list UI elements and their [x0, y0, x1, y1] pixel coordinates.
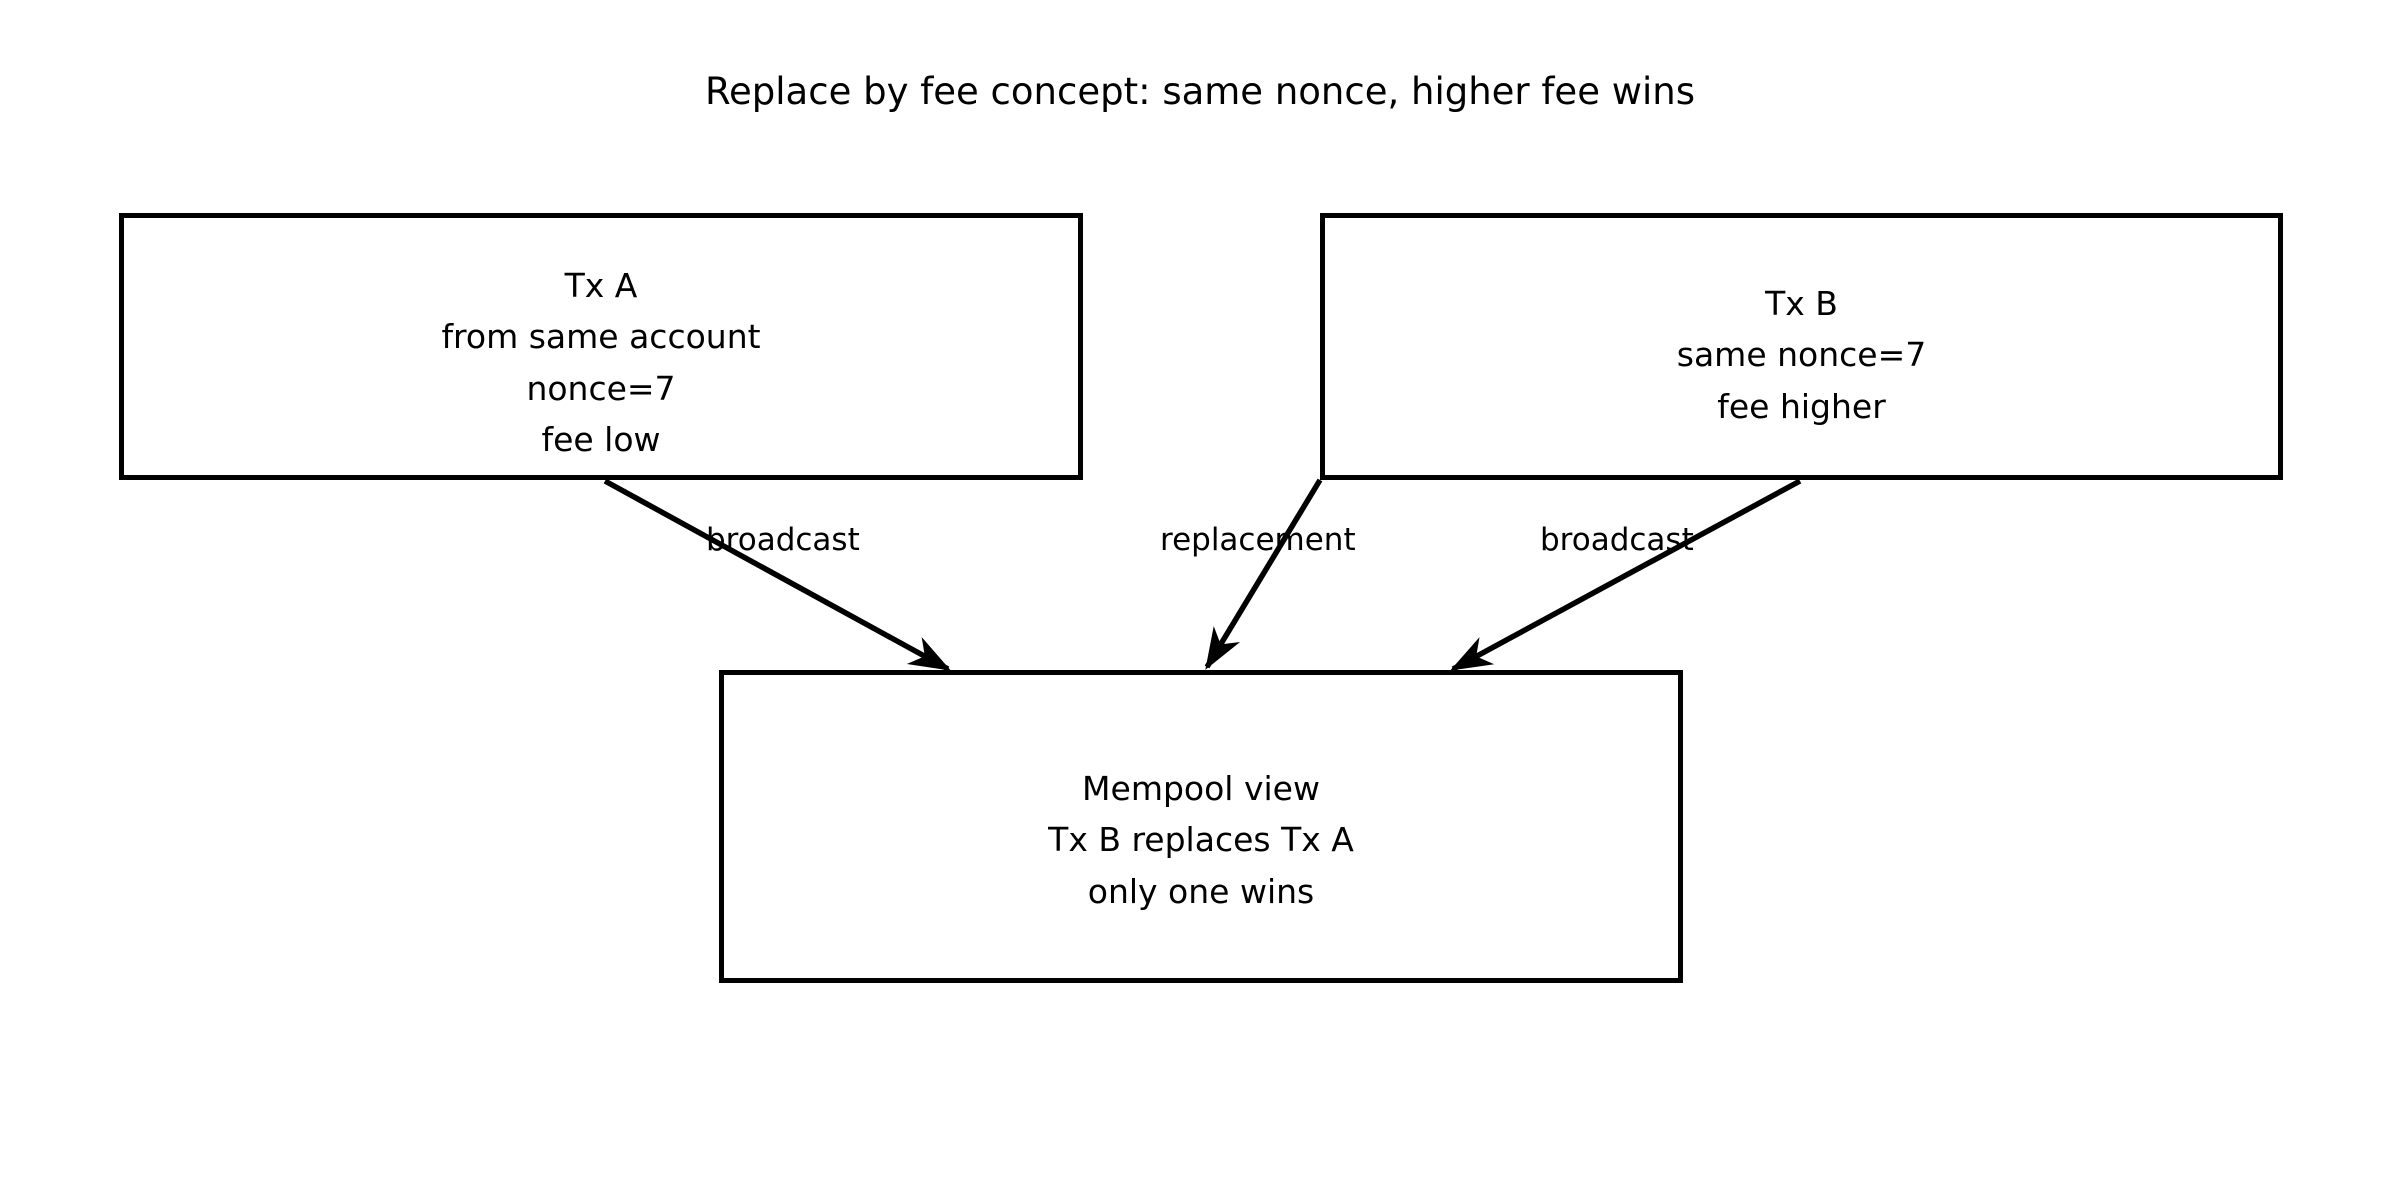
node-tx-a: Tx A from same account nonce=7 fee low	[119, 213, 1083, 480]
edge-label-tx-b-to-mempool: broadcast	[1540, 522, 1694, 558]
edge-tx-b-to-mempool	[1450, 478, 1802, 672]
edge-label-tx-a-to-mempool: broadcast	[706, 522, 860, 558]
page-title: Replace by fee concept: same nonce, high…	[704, 70, 1695, 113]
edge-label-tx-b-replacement: replacement	[1160, 522, 1356, 558]
node-tx-a-label: Tx A from same account nonce=7 fee low	[441, 266, 761, 460]
node-mempool-view-label: Mempool view Tx B replaces Tx A only one…	[1048, 769, 1354, 911]
edge-tx-a-to-mempool	[603, 478, 951, 672]
node-tx-b: Tx B same nonce=7 fee higher	[1320, 213, 2283, 480]
node-mempool-view: Mempool view Tx B replaces Tx A only one…	[719, 670, 1683, 983]
edge-tx-b-replacement	[1204, 478, 1323, 670]
node-tx-b-label: Tx B same nonce=7 fee higher	[1676, 284, 1927, 426]
